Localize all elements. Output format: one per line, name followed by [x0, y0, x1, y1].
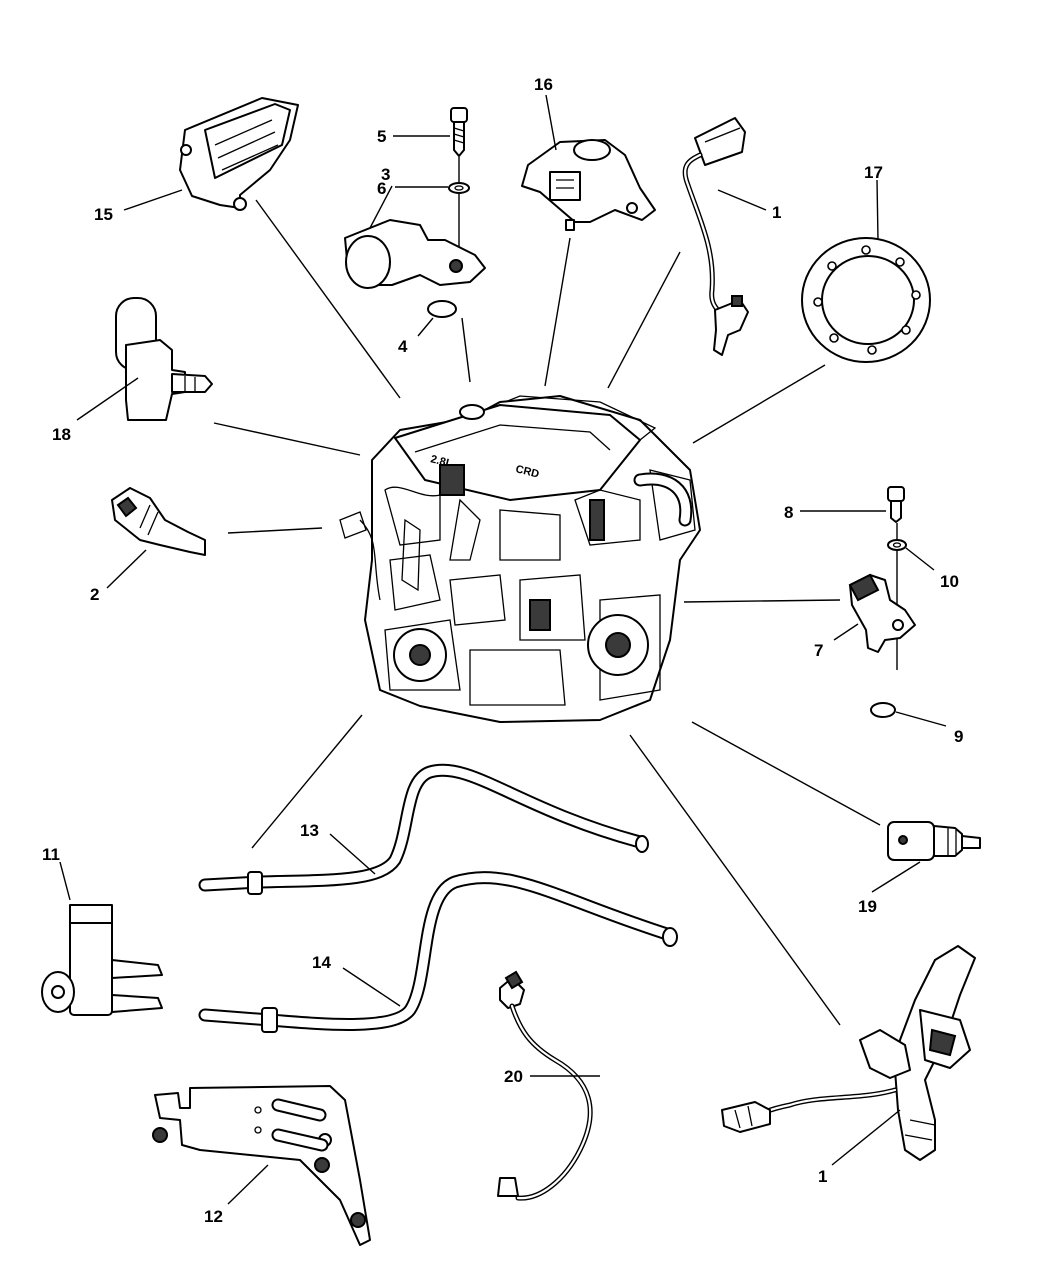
callout-16: 16: [534, 75, 553, 94]
part-6-washer: [448, 182, 470, 194]
part-16-boost-sensor: [521, 139, 656, 231]
part-10-washer: [887, 539, 907, 551]
callout-6: 6: [377, 179, 386, 198]
part-3-map-sensor: [344, 219, 486, 289]
callout-12: 12: [204, 1207, 223, 1226]
callout-14: 14: [312, 953, 331, 972]
part-4-o-ring: [427, 300, 457, 318]
callout-leaders: [59, 94, 947, 1205]
engine-assembly: 2.8L CRD: [339, 395, 701, 723]
part-5-bolt: [450, 107, 468, 157]
callout-19: 19: [858, 897, 877, 916]
part-7-crank-sensor: [848, 573, 916, 653]
callout-18: 18: [52, 425, 71, 444]
part-9-o-ring: [870, 702, 896, 718]
callout-9: 9: [954, 727, 963, 746]
callout-11: 11: [42, 845, 60, 864]
part-1-camshaft-sensor-harness: [682, 117, 749, 356]
engine-cover-text-2: CRD: [514, 463, 540, 480]
part-11-differential-pressure-sensor: [41, 904, 163, 1016]
callout-labels: 1 2 3 4 5 6 7 8 9 10 11 12 13 14 15 16 1…: [42, 75, 963, 1226]
callout-10: 10: [940, 572, 959, 591]
part-2-temp-sensor: [111, 487, 206, 556]
callout-17: 17: [864, 163, 883, 182]
engine-leader-lines: [213, 199, 881, 1026]
callout-3: 3: [381, 165, 390, 184]
callout-2: 2: [90, 585, 99, 604]
part-19-pressure-switch: [887, 821, 981, 861]
callout-15: 15: [94, 205, 113, 224]
callout-4: 4: [398, 337, 408, 356]
part-17-tone-wheel: [801, 237, 931, 363]
part-12-bracket: [152, 1085, 371, 1246]
part-1-sensor-bracket-assembly: [721, 945, 976, 1161]
part-15-airflow-sensor: [179, 97, 299, 211]
part-8-bolt: [887, 486, 905, 523]
callout-8: 8: [784, 503, 793, 522]
callout-1: 1: [772, 203, 781, 222]
part-13-hose: [198, 763, 649, 895]
part-14-hose: [198, 871, 678, 1033]
callout-1-lower: 1: [818, 1167, 827, 1186]
callout-20: 20: [504, 1067, 523, 1086]
callout-7: 7: [814, 641, 823, 660]
part-20-sensor-wire: [497, 970, 593, 1201]
callout-5: 5: [377, 127, 386, 146]
callout-13: 13: [300, 821, 319, 840]
oil-cap: [459, 404, 485, 420]
part-18-pressure-sensor: [115, 297, 213, 421]
